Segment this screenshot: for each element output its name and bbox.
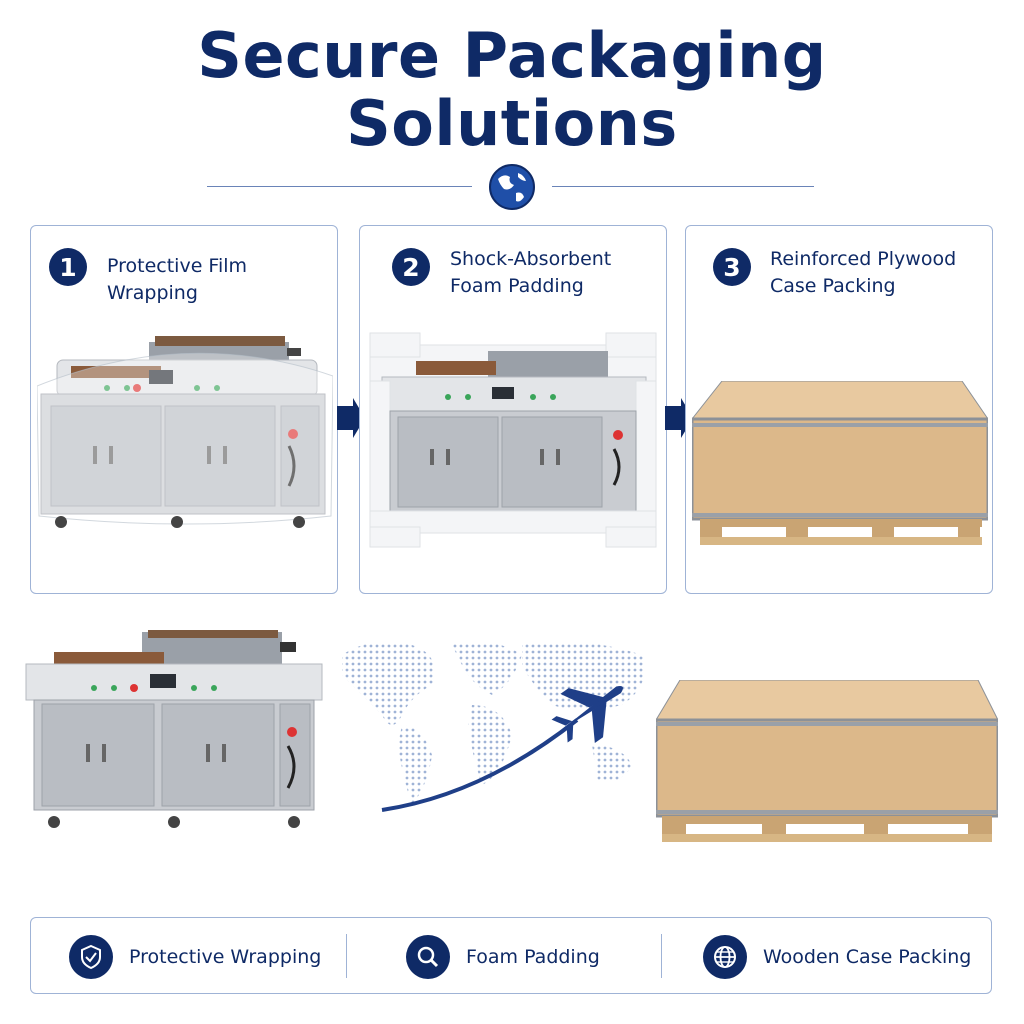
- step-number-badge: 3: [713, 248, 751, 286]
- title-line-1: Secure Packaging: [197, 19, 827, 92]
- machine-image: [25, 630, 323, 828]
- step-number-badge: 1: [49, 248, 87, 286]
- step-label-line-1: Shock-Absorbent: [450, 248, 612, 270]
- globe-icon: [703, 934, 747, 979]
- step-label: Protective Film Wrapping: [107, 253, 337, 307]
- step-label-line-1: Protective Film Wrapping: [107, 255, 248, 304]
- step-label-line-2: Case Packing: [770, 275, 896, 297]
- globe-icon: [489, 164, 535, 210]
- step-card-3: 3 Reinforced Plywood Case Packing: [685, 225, 993, 594]
- title-divider-left: [207, 186, 472, 187]
- plywood-crate-image: [692, 381, 988, 545]
- step-card-1: 1 Protective Film Wrapping: [30, 225, 338, 594]
- step-card-2: 2 Shock-Absorbent Foam Padding: [359, 225, 667, 594]
- feature-wooden-case-packing: Wooden Case Packing: [703, 918, 971, 995]
- shield-check-icon: [69, 934, 113, 979]
- film-wrapped-machine-image: [37, 336, 333, 528]
- step-number-badge: 2: [392, 248, 430, 286]
- airplane-icon: [551, 686, 623, 744]
- title-divider-right: [552, 186, 814, 187]
- feature-protective-wrapping: Protective Wrapping: [69, 918, 321, 995]
- arrow-right-icon: [337, 398, 365, 438]
- feature-label: Foam Padding: [466, 945, 600, 968]
- foam-padded-machine-image: [369, 332, 657, 548]
- plywood-crate-image: [656, 680, 998, 842]
- page-title: Secure Packaging Solutions: [0, 22, 1024, 158]
- feature-label: Protective Wrapping: [129, 945, 322, 968]
- step-label: Shock-Absorbent Foam Padding: [450, 246, 611, 300]
- magnifier-icon: [406, 934, 450, 979]
- feature-divider: [346, 934, 347, 978]
- step-label-line-1: Reinforced Plywood: [770, 248, 957, 270]
- step-label-line-2: Foam Padding: [450, 275, 584, 297]
- feature-divider: [661, 934, 662, 978]
- title-line-2: Solutions: [346, 87, 678, 160]
- world-map-with-airplane: [342, 641, 645, 812]
- step-label: Reinforced Plywood Case Packing: [770, 246, 956, 300]
- feature-label: Wooden Case Packing: [763, 945, 972, 968]
- feature-foam-padding: Foam Padding: [406, 918, 600, 995]
- features-bar: Protective Wrapping Foam Padding Wooden …: [30, 917, 992, 994]
